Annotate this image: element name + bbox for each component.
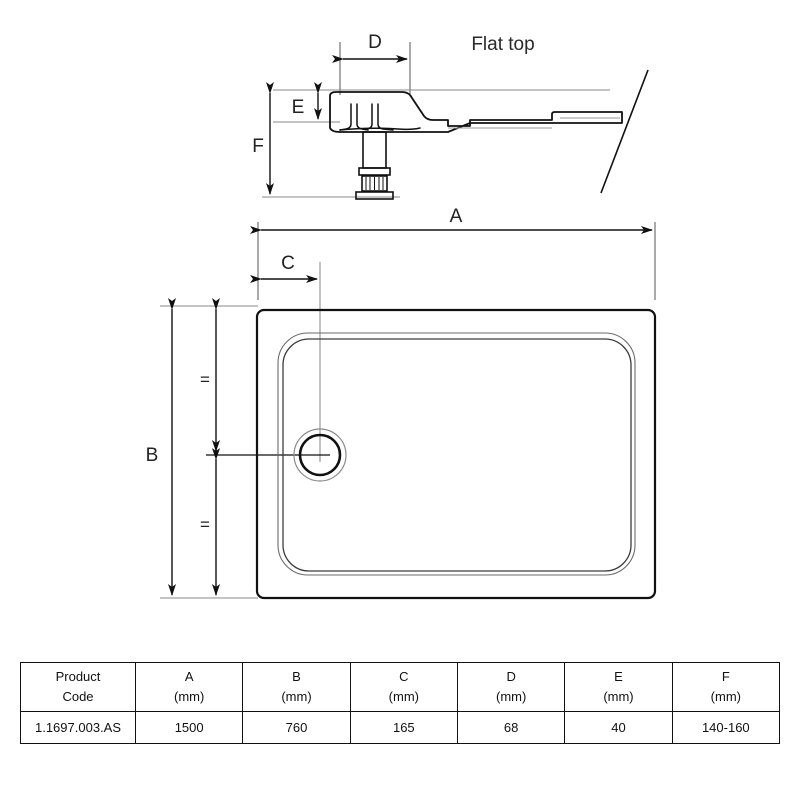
header-b-letter: B — [292, 668, 301, 684]
specification-table-wrapper: Product Code A (mm) B (mm) C (mm) — [20, 662, 781, 744]
cell-product-code: 1.1697.003.AS — [20, 711, 136, 744]
header-e: E (mm) — [564, 662, 673, 712]
label-C: C — [281, 253, 295, 274]
header-c-unit: (mm) — [388, 689, 419, 704]
header-a-unit: (mm) — [174, 689, 205, 704]
dimension-F — [262, 82, 400, 198]
header-e-unit: (mm) — [603, 689, 634, 704]
plan-view: A C B = = — [146, 206, 657, 600]
table-body: 1.1697.003.AS 1500 760 165 68 40 140-160 — [20, 711, 781, 744]
header-f-letter: F — [721, 668, 730, 684]
header-product-code-line2: Code — [62, 689, 94, 704]
header-a: A (mm) — [134, 662, 244, 712]
adjustable-leg — [355, 131, 394, 200]
header-a-letter: A — [184, 668, 194, 684]
cell-c: 165 — [349, 711, 458, 744]
table-header-row: Product Code A (mm) B (mm) C (mm) — [20, 662, 781, 712]
break-line — [600, 69, 649, 194]
drain-inner-ring — [298, 433, 342, 477]
d-extension-lines — [339, 42, 411, 95]
basin-outline-outer — [277, 332, 636, 576]
header-b-unit: (mm) — [281, 689, 312, 704]
label-E: E — [292, 97, 305, 118]
label-F: F — [252, 136, 264, 157]
label-B: B — [146, 445, 159, 466]
label-equal-bottom: = — [200, 515, 210, 534]
table-header: Product Code A (mm) B (mm) C (mm) — [20, 662, 781, 712]
label-equal-top: = — [200, 370, 210, 389]
cell-d: 68 — [456, 711, 566, 744]
drain-outer-ring — [293, 428, 347, 482]
header-product-code: Product Code — [20, 662, 136, 712]
header-d-unit: (mm) — [495, 689, 527, 704]
header-c-letter: C — [399, 668, 409, 684]
header-f-unit: (mm) — [710, 689, 741, 704]
label-D: D — [368, 32, 382, 53]
header-d-letter: D — [506, 668, 516, 684]
cell-a: 1500 — [134, 711, 244, 744]
table-row: 1.1697.003.AS 1500 760 165 68 40 140-160 — [20, 711, 781, 744]
header-c: C (mm) — [349, 662, 458, 712]
cell-f: 140-160 — [671, 711, 781, 744]
header-f: F (mm) — [671, 662, 781, 712]
b-extension-lines — [160, 305, 258, 599]
profile-thin-inner-lines — [448, 117, 620, 129]
note-flat-top: Flat top — [471, 34, 534, 55]
specification-table: Product Code A (mm) B (mm) C (mm) — [20, 662, 781, 744]
header-d: D (mm) — [456, 662, 566, 712]
label-A: A — [450, 206, 463, 227]
basin-outline-inner — [282, 338, 632, 572]
tray-outer-outline — [255, 308, 657, 600]
header-e-letter: E — [614, 668, 623, 684]
tray-profile-body — [329, 91, 623, 133]
profile-internal-ribs — [339, 103, 421, 131]
cell-e: 40 — [564, 711, 673, 744]
header-product-code-line1: Product — [55, 668, 101, 684]
cell-b: 760 — [242, 711, 351, 744]
header-b: B (mm) — [242, 662, 351, 712]
section-view: D Flat top E F — [252, 32, 649, 200]
